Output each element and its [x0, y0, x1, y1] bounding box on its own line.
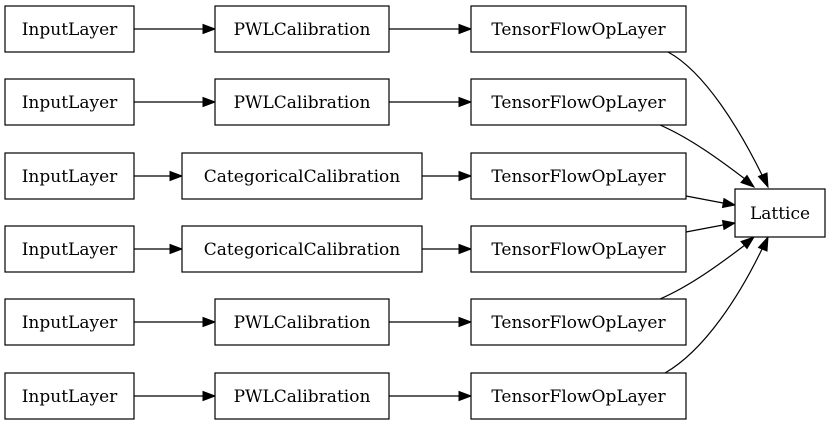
edge-calibration-to-op-1: [389, 96, 473, 108]
op-layer-node-1[interactable]: TensorFlowOpLayer: [470, 78, 687, 126]
calibration-label-4: PWLCalibration: [234, 313, 371, 333]
edge-input-to-calibration-1: [134, 96, 217, 108]
op-layer-label-2: TensorFlowOpLayer: [491, 167, 666, 187]
edge-op-to-lattice-5: [664, 235, 769, 374]
op-layer-node-4[interactable]: TensorFlowOpLayer: [470, 298, 687, 346]
calibration-label-3: CategoricalCalibration: [204, 240, 400, 260]
row-2: InputLayer CategoricalCalibration Tensor…: [4, 152, 687, 200]
calibration-label-2: CategoricalCalibration: [204, 167, 400, 187]
edge-input-to-calibration-4: [134, 316, 217, 328]
calibration-node-1[interactable]: PWLCalibration: [214, 78, 390, 126]
input-layer-label-0: InputLayer: [22, 20, 118, 40]
lattice-label: Lattice: [750, 204, 810, 224]
op-layer-label-0: TensorFlowOpLayer: [491, 20, 666, 40]
calibration-node-4[interactable]: PWLCalibration: [214, 298, 390, 346]
input-layer-node-0[interactable]: InputLayer: [4, 5, 135, 53]
row-0: InputLayer PWLCalibration TensorFlowOpLa…: [4, 5, 687, 53]
input-layer-label-1: InputLayer: [22, 93, 118, 113]
op-layer-node-5[interactable]: TensorFlowOpLayer: [470, 372, 687, 420]
input-layer-node-1[interactable]: InputLayer: [4, 78, 135, 126]
edge-calibration-to-op-2: [422, 170, 473, 182]
row-1: InputLayer PWLCalibration TensorFlowOpLa…: [4, 78, 687, 126]
edge-op-to-lattice-2: [685, 195, 737, 209]
edge-calibration-to-op-3: [422, 243, 473, 255]
edge-input-to-calibration-0: [134, 23, 217, 35]
edge-op-to-lattice-3: [685, 219, 737, 233]
edge-input-to-calibration-5: [134, 390, 217, 402]
input-layer-node-5[interactable]: InputLayer: [4, 372, 135, 420]
row-5: InputLayer PWLCalibration TensorFlowOpLa…: [4, 372, 687, 420]
edge-input-to-calibration-2: [134, 170, 184, 182]
op-layer-label-3: TensorFlowOpLayer: [491, 240, 666, 260]
row-3: InputLayer CategoricalCalibration Tensor…: [4, 225, 687, 273]
calibration-node-0[interactable]: PWLCalibration: [214, 5, 390, 53]
input-layer-label-4: InputLayer: [22, 313, 118, 333]
edge-op-to-lattice-4: [659, 236, 756, 300]
edge-op-to-lattice-0: [667, 51, 769, 189]
edge-calibration-to-op-0: [389, 23, 473, 35]
row-4: InputLayer PWLCalibration TensorFlowOpLa…: [4, 298, 687, 346]
op-layer-label-5: TensorFlowOpLayer: [491, 387, 666, 407]
edge-calibration-to-op-5: [389, 390, 473, 402]
calibration-label-5: PWLCalibration: [234, 387, 371, 407]
edges-to-lattice: [659, 51, 769, 374]
input-layer-node-2[interactable]: InputLayer: [4, 152, 135, 200]
edge-calibration-to-op-4: [389, 316, 473, 328]
input-layer-label-5: InputLayer: [22, 387, 118, 407]
lattice-node[interactable]: Lattice: [734, 188, 826, 238]
calibration-label-0: PWLCalibration: [234, 20, 371, 40]
input-layer-label-2: InputLayer: [22, 167, 118, 187]
edge-op-to-lattice-1: [659, 124, 756, 188]
calibration-node-3[interactable]: CategoricalCalibration: [181, 225, 423, 273]
op-layer-node-2[interactable]: TensorFlowOpLayer: [470, 152, 687, 200]
op-layer-node-0[interactable]: TensorFlowOpLayer: [470, 5, 687, 53]
calibration-node-2[interactable]: CategoricalCalibration: [181, 152, 423, 200]
input-layer-node-4[interactable]: InputLayer: [4, 298, 135, 346]
op-layer-label-4: TensorFlowOpLayer: [491, 313, 666, 333]
input-layer-node-3[interactable]: InputLayer: [4, 225, 135, 273]
calibration-node-5[interactable]: PWLCalibration: [214, 372, 390, 420]
op-layer-node-3[interactable]: TensorFlowOpLayer: [470, 225, 687, 273]
edge-input-to-calibration-3: [134, 243, 184, 255]
op-layer-label-1: TensorFlowOpLayer: [491, 93, 666, 113]
input-layer-label-3: InputLayer: [22, 240, 118, 260]
calibration-label-1: PWLCalibration: [234, 93, 371, 113]
